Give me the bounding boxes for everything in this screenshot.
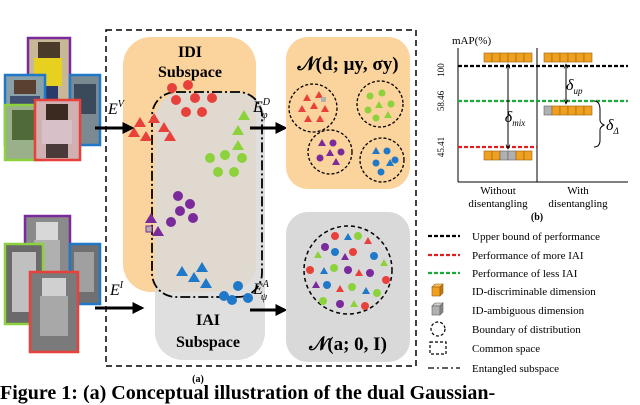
point: [213, 167, 223, 177]
svg-text:Boundary of distribution: Boundary of distribution: [472, 324, 581, 336]
x-label-left-2: disentangling: [468, 198, 528, 210]
idi-distribution-box: [286, 37, 410, 189]
panel-b-label: (b): [531, 212, 543, 223]
visible-person-images: [3, 36, 102, 162]
infrared-person-images: [3, 214, 102, 354]
cluster-boundary: [307, 129, 353, 175]
common-space-box: [105, 29, 417, 367]
legend-item-common-space: Common space: [429, 341, 540, 355]
cluster-boundary: [359, 137, 405, 183]
bar-upper-right: [543, 52, 593, 63]
bar-lower-left: [483, 150, 533, 161]
formula-top: 𝒩(d; μy, σy): [296, 54, 398, 75]
point: [173, 191, 183, 201]
point: [181, 107, 191, 117]
point: [238, 110, 250, 120]
y-tick-100: 100: [436, 63, 446, 77]
cluster-boundary: [288, 83, 338, 133]
svg-text:Performance of less IAI: Performance of less IAI: [472, 268, 578, 280]
point: [166, 217, 176, 227]
point: [207, 93, 217, 103]
point: [237, 153, 247, 163]
svg-text:ID-ambiguous dimension: ID-ambiguous dimension: [472, 305, 585, 317]
point: [243, 293, 253, 303]
idi-title: IDI: [178, 44, 202, 61]
legend-item-less-iai: Performance of less IAI: [428, 268, 578, 280]
point: [200, 278, 212, 288]
cluster-boundary: [356, 80, 404, 128]
legend-item-upper-bound: Upper bound of performance: [428, 231, 600, 243]
x-label-right: With: [567, 185, 589, 197]
point: [145, 213, 157, 223]
point: [219, 291, 229, 301]
point: [190, 93, 200, 103]
gaussian-boundary: [303, 225, 393, 315]
formula-bottom: 𝒩(a; 0, I): [308, 334, 387, 355]
point: [196, 262, 208, 272]
point: [148, 113, 160, 123]
svg-text:Upper bound of performance: Upper bound of performance: [472, 231, 600, 243]
point: [205, 153, 215, 163]
ei-label: EI: [109, 280, 124, 299]
point: [188, 272, 200, 282]
svg-text:ID-discriminable dimension: ID-discriminable dimension: [472, 286, 596, 298]
point: [176, 266, 188, 276]
point: [185, 199, 195, 209]
y-tick-4541: 45.41: [436, 137, 446, 157]
point: [220, 150, 230, 160]
delta-mix-label: δmix: [505, 109, 525, 128]
ev-label: EV: [107, 99, 126, 118]
iai-title-2: Subspace: [176, 334, 240, 351]
point: [171, 95, 181, 105]
point: [232, 125, 244, 135]
legend: Upper bound of performance Performance o…: [428, 231, 600, 375]
class-clusters: [288, 80, 405, 183]
point: [134, 117, 146, 127]
legend-item-id-ambiguous: ID-ambiguous dimension: [431, 302, 585, 317]
figure-caption: Figure 1: (a) Conceptual illustration of…: [0, 382, 496, 404]
svg-text:Performance of more IAI: Performance of more IAI: [472, 250, 584, 262]
bar-upper-left: [483, 52, 533, 63]
x-label-left: Without: [480, 185, 516, 197]
point: [227, 295, 237, 305]
panel-a-label: (a): [192, 374, 204, 385]
point: [188, 213, 198, 223]
point: [197, 107, 207, 117]
entangled-subspace: [151, 91, 263, 298]
legend-item-more-iai: Performance of more IAI: [428, 250, 584, 262]
point: [164, 131, 176, 141]
point: [183, 80, 193, 90]
bar-lower-right: [543, 105, 593, 116]
point: [140, 131, 152, 141]
point: [158, 122, 170, 132]
panel-b-ylabel: mAP(%): [452, 35, 491, 47]
delta-delta-brace: [593, 100, 606, 148]
point: [233, 281, 243, 291]
point: [167, 83, 177, 93]
subspace-points: [128, 80, 253, 305]
x-label-right-2: disentangling: [548, 198, 608, 210]
point: [175, 206, 185, 216]
idi-title-2: Subspace: [158, 64, 222, 81]
delta-delta-label: δΔ: [606, 117, 619, 136]
svg-text:Common space: Common space: [472, 343, 540, 355]
delta-up-label: δup: [566, 77, 583, 96]
svg-text:Entangled subspace: Entangled subspace: [472, 363, 559, 375]
legend-item-id-discriminable: ID-discriminable dimension: [431, 283, 596, 298]
y-tick-5846: 58.46: [436, 90, 446, 111]
mixed-points: [306, 232, 390, 310]
legend-item-boundary: Boundary of distribution: [430, 321, 581, 337]
point: [152, 226, 164, 236]
point: [229, 167, 239, 177]
iai-title: IAI: [196, 312, 220, 329]
panel-b-chart: mAP(%) 100 58.46 45.41: [436, 35, 628, 223]
legend-item-entangled: Entangled subspace: [428, 363, 559, 375]
point: [232, 140, 244, 150]
